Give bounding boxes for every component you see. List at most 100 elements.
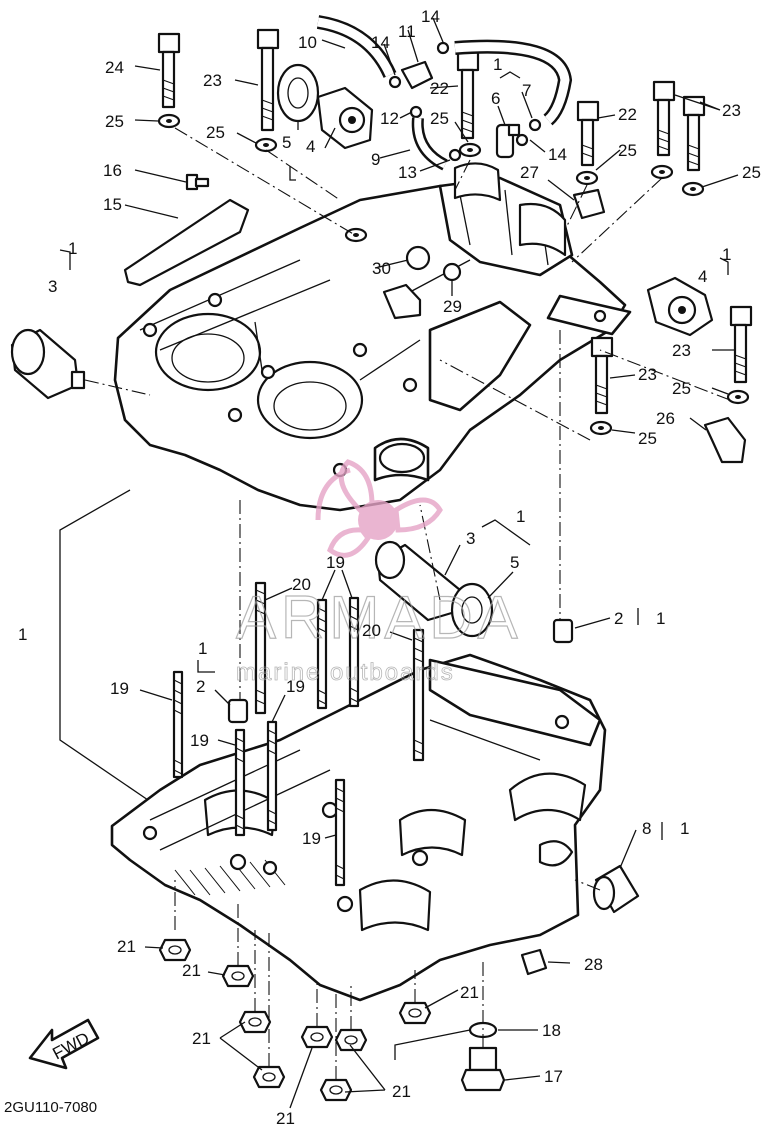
fwd-arrow: FWD (28, 1018, 100, 1070)
callout-21: 21 (192, 1029, 211, 1048)
stud-bolt-19 (172, 670, 184, 779)
callout-1: 1 (656, 609, 665, 628)
callout-20: 20 (362, 621, 381, 640)
callout-27: 27 (520, 163, 539, 182)
callout-21: 21 (392, 1082, 411, 1101)
bolt-22 (456, 50, 480, 140)
stud-bolt-19 (234, 728, 246, 837)
plug-28 (520, 948, 548, 976)
watermark-logo (315, 459, 443, 558)
watermark: ARMADA marine outboards (235, 459, 523, 686)
callout-23: 23 (672, 341, 691, 360)
callout-19: 19 (302, 829, 321, 848)
cap-30 (405, 245, 431, 271)
callout-4: 4 (698, 267, 707, 286)
callout-19: 19 (326, 553, 345, 572)
washer-25 (650, 164, 674, 180)
nut-21 (221, 964, 255, 988)
upper-crankcase (113, 162, 632, 512)
bush-3 (10, 328, 86, 400)
callout-22: 22 (430, 79, 449, 98)
mount-4 (316, 86, 374, 150)
callout-10: 10 (298, 33, 317, 52)
callout-30: 30 (372, 259, 391, 278)
stud-bolt-20 (254, 581, 267, 715)
nut-21 (252, 1065, 286, 1089)
callout-23: 23 (638, 365, 657, 384)
diagram-code: 2GU110-7080 (4, 1099, 97, 1116)
callout-29: 29 (443, 297, 462, 316)
callout-6: 6 (491, 89, 500, 108)
callout-25: 25 (638, 429, 657, 448)
seal-5 (276, 63, 320, 123)
hose-10 (316, 15, 397, 79)
callout-23: 23 (203, 71, 222, 90)
dowel-pin-2 (227, 698, 249, 724)
callout-25: 25 (206, 123, 225, 142)
callout-21: 21 (276, 1109, 295, 1127)
callout-1: 1 (722, 245, 731, 264)
hose-1 (454, 39, 573, 126)
callout-14: 14 (421, 7, 440, 26)
bolt-22 (576, 100, 600, 167)
callout-19: 19 (286, 677, 305, 696)
callout-1: 1 (680, 819, 689, 838)
callout-14: 14 (371, 33, 390, 52)
callout-25: 25 (430, 109, 449, 128)
callout-3: 3 (48, 277, 57, 296)
watermark-name: ARMADA (236, 584, 523, 651)
nut-21 (334, 1028, 368, 1052)
callout-2: 2 (196, 677, 205, 696)
washer-25 (157, 113, 181, 129)
fitting-6 (495, 123, 521, 159)
bolts (157, 28, 753, 415)
callout-21: 21 (117, 937, 136, 956)
nut-21 (158, 938, 192, 962)
bolt-24 (157, 32, 181, 109)
stud-bolt-19 (266, 720, 278, 832)
dowel-pin-2 (552, 618, 574, 644)
assembly-centerlines (84, 127, 731, 1080)
bolt-16 (185, 173, 210, 191)
misc-parts (10, 15, 747, 1092)
washers (157, 113, 750, 436)
mount-4 (646, 276, 714, 337)
callout-12: 12 (380, 109, 399, 128)
callout-24: 24 (105, 58, 124, 77)
bush-3 (374, 540, 462, 622)
plate-15 (123, 198, 250, 287)
washer-25 (589, 420, 613, 436)
callout-21: 21 (460, 983, 479, 1002)
bracket-27 (572, 188, 606, 220)
callout-25: 25 (105, 112, 124, 131)
callout-14: 14 (548, 145, 567, 164)
callout-2: 2 (614, 609, 623, 628)
sensor-bracket (382, 283, 422, 320)
washer-25 (458, 142, 482, 158)
callout-25: 25 (618, 141, 637, 160)
callout-16: 16 (103, 161, 122, 180)
bush-8 (592, 864, 640, 914)
callout-22: 22 (618, 105, 637, 124)
callout-1: 1 (198, 639, 207, 658)
callout-1: 1 (516, 507, 525, 526)
stud-bolt-19 (348, 596, 360, 708)
callout-15: 15 (103, 195, 122, 214)
clip-13 (448, 148, 462, 162)
clip-7 (528, 118, 542, 132)
callout-3: 3 (466, 529, 475, 548)
nut-21 (319, 1078, 353, 1102)
bolt-23 (729, 305, 753, 384)
callout-1: 1 (493, 55, 502, 74)
stud-bolts (172, 581, 425, 887)
callout-28: 28 (584, 955, 603, 974)
callout-13: 13 (398, 163, 417, 182)
callout-20: 20 (292, 575, 311, 594)
callout-4: 4 (306, 137, 315, 156)
clip-14 (515, 133, 529, 147)
joint-11 (400, 60, 434, 90)
bolt-23 (652, 80, 676, 157)
washer-25 (254, 137, 278, 153)
callout-18: 18 (542, 1021, 561, 1040)
clip-14 (388, 75, 402, 89)
